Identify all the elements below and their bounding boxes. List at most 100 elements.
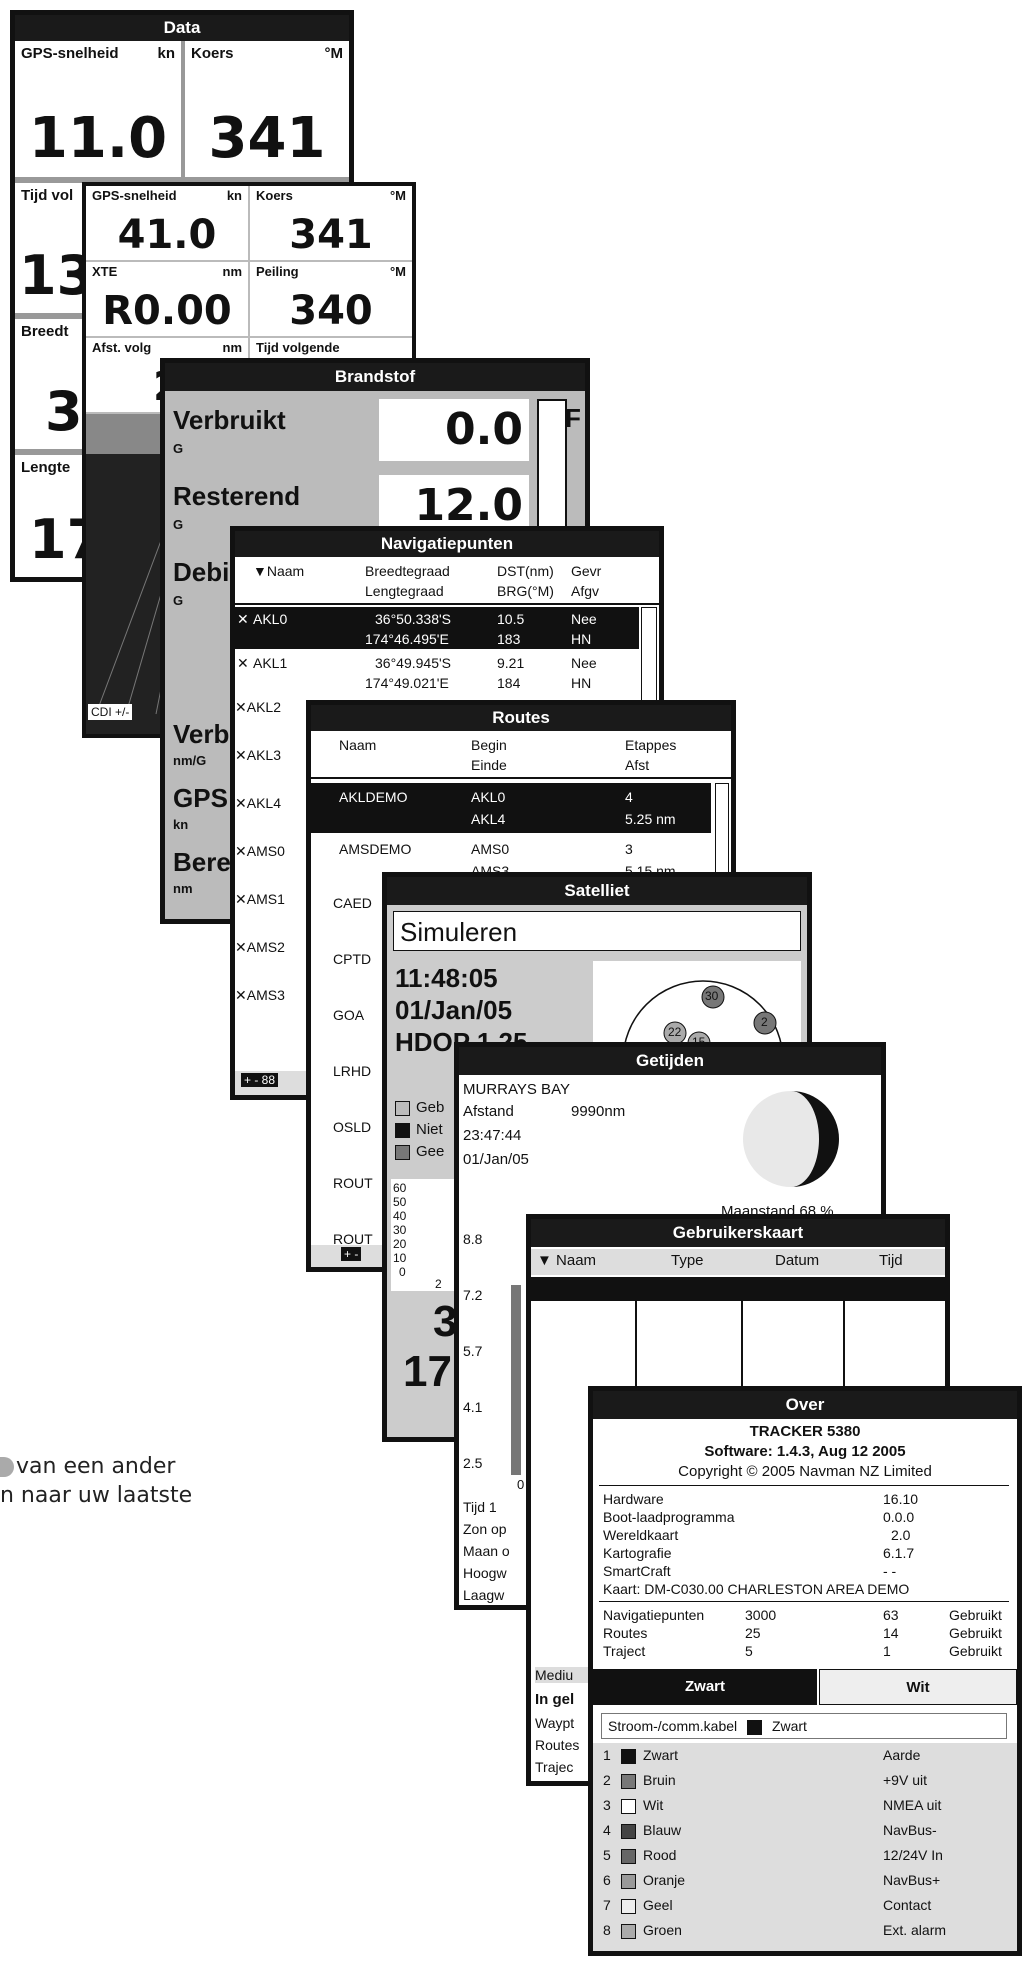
list-item[interactable]: ✕AMS0 (235, 843, 285, 859)
wire-color: Zwart (643, 1747, 678, 1763)
wire-function: Contact (883, 1897, 932, 1913)
list-item[interactable]: ✕AKL4 (235, 795, 281, 811)
list-item[interactable]: OSLD (333, 1119, 372, 1135)
list-item[interactable]: GOA (333, 1007, 365, 1023)
delete-x-icon: ✕ (235, 795, 247, 811)
wire-number: 1 (603, 1747, 611, 1763)
wire-number: 4 (603, 1822, 611, 1838)
wire-color: Oranje (643, 1872, 686, 1888)
about-info-value: 2.0 (891, 1527, 911, 1543)
data-screen: Data GPS-snelheid kn 11.0 Koers °M 341 T… (10, 10, 354, 582)
tides-date: 01/Jan/05 (463, 1151, 529, 1168)
data2-cell-speed[interactable]: GPS-snelheid kn 41.0 (86, 186, 248, 260)
about-info-value: 16.10 (883, 1491, 919, 1507)
satellite-time: 11:48:05 (395, 963, 498, 993)
about-usage-used: 14 (883, 1625, 899, 1641)
list-item[interactable]: ✕AMS2 (235, 939, 285, 955)
usercard-selected-row[interactable] (531, 1277, 945, 1301)
satellite-mode[interactable]: Simuleren (393, 911, 801, 951)
data2-cell-bearing[interactable]: Peiling °M 340 (250, 262, 412, 336)
tab-wit[interactable]: Wit (819, 1669, 1017, 1705)
table-row[interactable]: ✕ AKL0 36°50.338'S 174°46.495'E 10.5 183… (235, 607, 639, 649)
cable-selector[interactable]: Stroom-/comm.kabel Zwart (601, 1713, 1007, 1739)
routes-header: Naam Begin Einde Etappes Afst (339, 737, 677, 773)
list-item[interactable]: CPTD (333, 951, 372, 967)
usercard-row: Waypt (535, 1715, 575, 1731)
sat-label-30: 30 (705, 989, 719, 1003)
wire-row: 6 Oranje NavBus+ (593, 1872, 1017, 1892)
tides-place[interactable]: MURRAYS BAY (463, 1081, 570, 1098)
data2-cell-course[interactable]: Koers °M 341 (250, 186, 412, 260)
moon-phase-graphic (743, 1091, 839, 1187)
sat-30 (701, 985, 725, 1009)
fuel-gauge-letter: F (565, 403, 581, 433)
list-item[interactable]: LRHD (333, 1063, 372, 1079)
delete-x-icon: ✕ (235, 843, 247, 859)
list-item[interactable]: ROUT (333, 1231, 373, 1247)
sky-view-graphic (622, 980, 784, 1142)
tides-time: 23:47:44 (463, 1127, 522, 1144)
satellite-date: 01/Jan/05 (395, 995, 513, 1025)
about-product: TRACKER 5380 (749, 1423, 861, 1440)
side-text: van een ander n naar uw laatste (0, 1452, 192, 1510)
wire-number: 2 (603, 1772, 611, 1788)
usercard-title: Gebruikerskaart (531, 1219, 945, 1247)
wire-swatch (621, 1899, 636, 1914)
tides-title: Getijden (459, 1047, 881, 1075)
about-usage-key: Routes (603, 1625, 648, 1641)
legend-item: Geb (395, 1099, 444, 1116)
wire-function: 12/24V In (883, 1847, 943, 1863)
fuel-row-rate[interactable]: Debi G (173, 557, 230, 608)
list-item[interactable]: ✕AKL3 (235, 747, 281, 763)
table-row[interactable]: AKLDEMO AKL0 AKL4 4 5.25 nm (311, 783, 711, 833)
waypoints-scrollbar[interactable] (641, 607, 657, 709)
routes-scrollbar[interactable] (715, 783, 729, 875)
about-usage-key: Traject (603, 1643, 646, 1659)
usercard-row: Trajec (535, 1759, 574, 1775)
list-item[interactable]: ✕AKL2 (235, 699, 281, 715)
wire-number: 3 (603, 1797, 611, 1813)
moon-icon (739, 1087, 843, 1191)
fuel-row-remaining[interactable]: Resterend G (173, 481, 301, 532)
sat-label-22: 22 (668, 1025, 682, 1039)
wire-swatch (621, 1774, 636, 1789)
data2-cell-xte[interactable]: XTE nm R0.00 (86, 262, 248, 336)
table-row[interactable]: ✕ AKL1 36°49.945'S 174°49.021'E 9.21 184… (237, 655, 597, 691)
routes-footer[interactable]: + - (341, 1247, 362, 1261)
wire-number: 7 (603, 1897, 611, 1913)
waypoints-title: Navigatiepunten (235, 531, 659, 557)
list-item[interactable]: ✕AMS1 (235, 891, 285, 907)
about-info-key: SmartCraft (603, 1563, 671, 1579)
data-cell-speed[interactable]: GPS-snelheid kn 11.0 (15, 41, 181, 177)
fuel-row-gps[interactable]: GPS kn (173, 783, 228, 832)
fuel-row-used[interactable]: Verbruikt G (173, 405, 286, 456)
fuel-row-range[interactable]: Bere nm (173, 847, 231, 896)
about-usage-key: Navigatiepunten (603, 1607, 705, 1623)
fuel-title: Brandstof (165, 363, 585, 391)
fuel-row-economy[interactable]: Verb nm/G (173, 719, 230, 768)
side-text-line2: n naar uw laatste (0, 1483, 193, 1508)
list-item[interactable]: ROUT (333, 1175, 373, 1191)
wire-number: 6 (603, 1872, 611, 1888)
data-title: Data (15, 15, 349, 41)
wire-function: NMEA uit (883, 1797, 942, 1813)
list-item[interactable]: CAED (333, 895, 372, 911)
data-cell-course[interactable]: Koers °M 341 (185, 41, 349, 177)
list-item[interactable]: ✕AMS3 (235, 987, 285, 1003)
waypoints-footer[interactable]: + - 88 (241, 1073, 279, 1087)
tab-zwart[interactable]: Zwart (593, 1669, 817, 1705)
wire-function: NavBus+ (883, 1872, 941, 1888)
tides-distance-value: 9990nm (571, 1103, 626, 1120)
about-usage-label: Gebruikt (949, 1607, 1002, 1623)
wire-function: Ext. alarm (883, 1922, 947, 1938)
wire-function: NavBus- (883, 1822, 937, 1838)
usercard-row: Routes (535, 1737, 580, 1753)
about-usage-label: Gebruikt (949, 1625, 1002, 1641)
routes-title: Routes (311, 705, 731, 731)
about-usage-total: 5 (745, 1643, 753, 1659)
wire-swatch (621, 1874, 636, 1889)
